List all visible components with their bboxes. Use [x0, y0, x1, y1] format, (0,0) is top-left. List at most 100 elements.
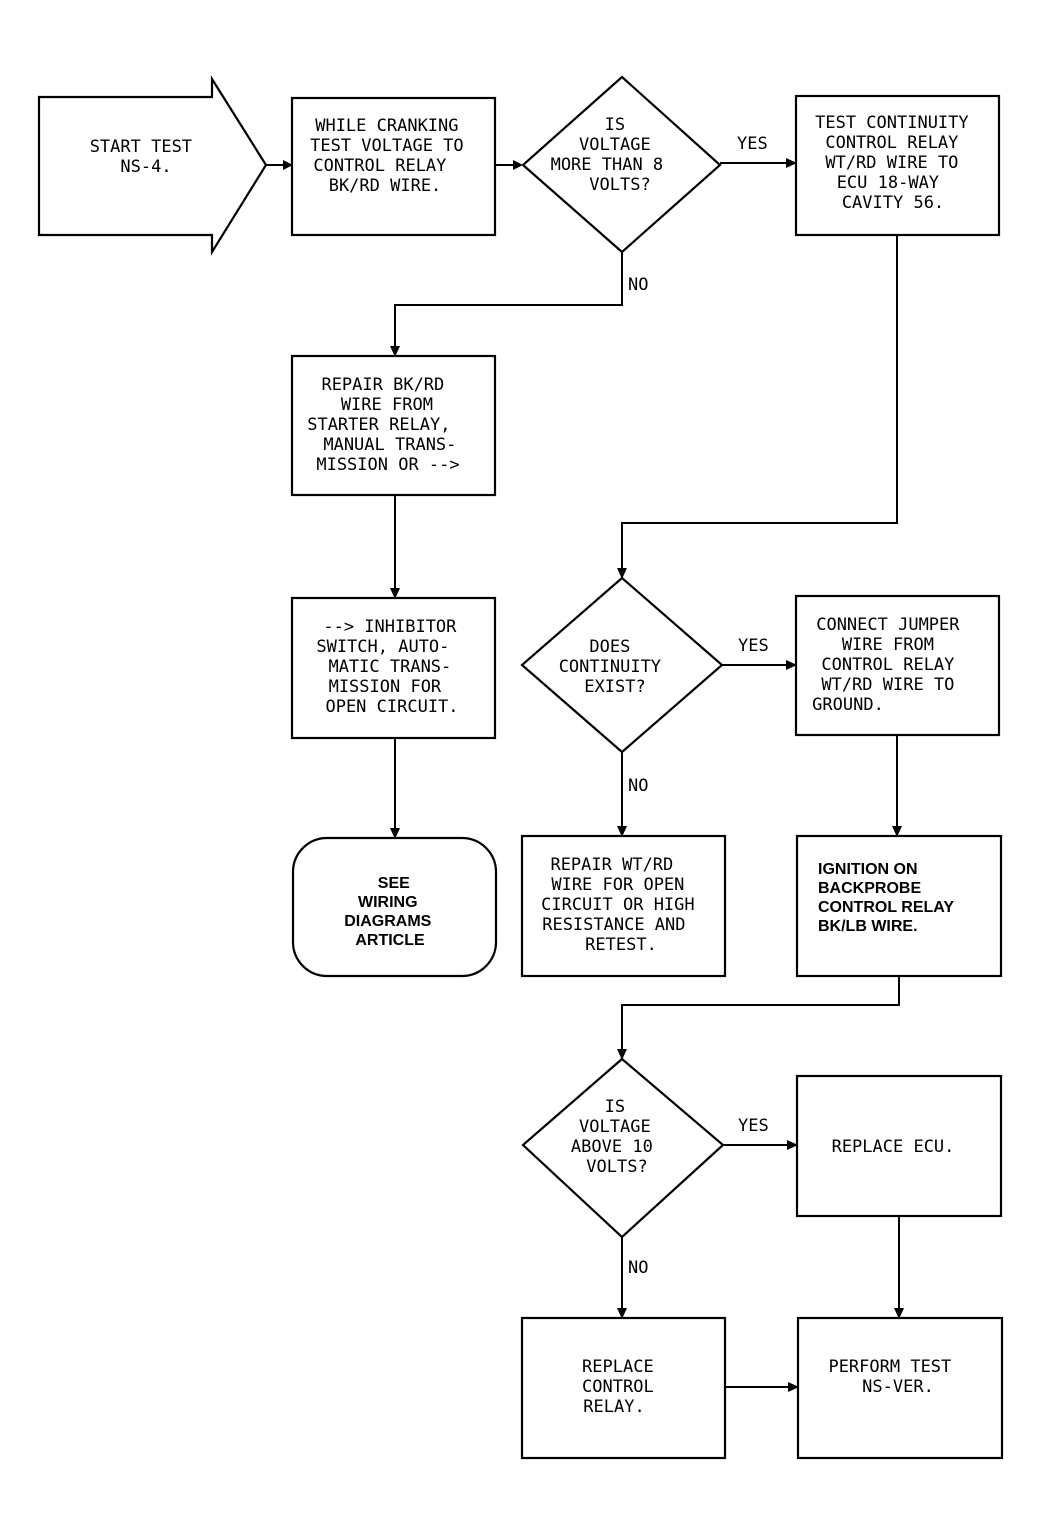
arrowhead — [894, 1308, 904, 1319]
jumper-text: CONNECT JUMPER WIRE FROM CONTROL RELAY W… — [812, 615, 970, 715]
connector-continuity-to-decision — [621, 235, 898, 570]
arrowhead — [390, 828, 400, 839]
decision-10v-line: VOLTAGE — [579, 1117, 651, 1137]
repair-wtrd-line: RESISTANCE AND — [542, 915, 685, 935]
repair-bkrd-line: STARTER RELAY, — [307, 415, 450, 435]
connector-ignition-to-decision — [621, 976, 900, 1051]
decision-10v-line: VOLTS? — [586, 1157, 647, 1177]
arrowhead — [390, 588, 400, 599]
wiring-terminal-line: WIRING — [358, 894, 418, 911]
yes-label: YES — [738, 1116, 769, 1136]
no-label: NO — [628, 1258, 648, 1278]
inhibitor-line: MISSION FOR — [329, 677, 442, 697]
cranking-line: CONTROL RELAY — [313, 156, 446, 176]
jumper-line: CONTROL RELAY — [821, 655, 954, 675]
continuity-line: CONTROL RELAY — [825, 133, 958, 153]
ignition-line: CONTROL RELAY — [818, 899, 954, 916]
decision-8v-line: VOLTS? — [589, 175, 650, 195]
decision-10v-line: ABOVE 10 — [571, 1137, 653, 1157]
start-line: START TEST — [90, 137, 192, 157]
decision-10v-line: IS — [605, 1097, 625, 1117]
no-label: NO — [628, 776, 648, 796]
ignition-line: IGNITION ON — [818, 861, 918, 878]
replace-relay-line: RELAY. — [583, 1397, 644, 1417]
connector-decision-no — [394, 252, 623, 348]
decision-8v-line: MORE THAN 8 — [551, 155, 664, 175]
cranking-box — [290, 96, 497, 237]
inhibitor-box — [290, 596, 497, 740]
arrowhead — [786, 158, 797, 168]
continuity-line: CAVITY 56. — [842, 193, 944, 213]
decision-8v-line: IS — [605, 115, 625, 135]
replace-relay-box — [520, 1316, 727, 1460]
connectors — [266, 162, 900, 1388]
wiring-terminal-line: DIAGRAMS — [344, 913, 431, 930]
jumper-line: WT/RD WIRE TO — [821, 675, 954, 695]
start-text: START TEST NS-4. — [90, 137, 203, 177]
decision-continuity-line: CONTINUITY — [559, 657, 661, 677]
inhibitor-line: SWITCH, AUTO- — [316, 637, 449, 657]
repair-wtrd-line: REPAIR WT/RD — [550, 855, 673, 875]
arrowhead — [786, 660, 797, 670]
arrowhead — [390, 346, 400, 357]
decision-8v-diamond — [521, 75, 722, 254]
cranking-line: BK/RD WIRE. — [329, 176, 442, 196]
repair-bkrd-text: REPAIR BK/RD WIRE FROM STARTER RELAY, MA… — [307, 375, 466, 475]
replace-relay-line: CONTROL — [582, 1377, 654, 1397]
decision-8v-line: VOLTAGE — [579, 135, 651, 155]
cranking-line: TEST VOLTAGE TO — [310, 136, 464, 156]
replace-ecu-box — [795, 1074, 1003, 1218]
repair-wtrd-box — [520, 834, 727, 978]
repair-bkrd-line: MISSION OR --> — [316, 455, 459, 475]
replace-ecu-text: REPLACE ECU. — [832, 1137, 955, 1157]
decision-continuity-text: DOES CONTINUITY EXIST? — [559, 637, 672, 697]
start-arrow-shape — [37, 75, 268, 256]
decision-10v-text: IS VOLTAGE ABOVE 10 VOLTS? — [571, 1097, 663, 1177]
arrowheads — [283, 158, 904, 1392]
ignition-text: IGNITION ON BACKPROBE CONTROL RELAY BK/L… — [818, 861, 958, 935]
arrowhead — [617, 826, 627, 837]
start-line: NS-4. — [120, 157, 171, 177]
jumper-line: GROUND. — [812, 695, 884, 715]
cranking-text: WHILE CRANKING TEST VOLTAGE TO CONTROL R… — [310, 116, 474, 196]
jumper-line: WIRE FROM — [842, 635, 934, 655]
arrowhead — [787, 1140, 798, 1150]
arrowhead — [617, 568, 627, 579]
inhibitor-line: MATIC TRANS- — [328, 657, 451, 677]
no-label: NO — [628, 275, 648, 295]
continuity-text: TEST CONTINUITY CONTROL RELAY WT/RD WIRE… — [815, 113, 979, 213]
decision-8v-text: IS VOLTAGE MORE THAN 8 VOLTS? — [551, 115, 674, 195]
repair-bkrd-line: WIRE FROM — [341, 395, 433, 415]
jumper-line: CONNECT JUMPER — [816, 615, 960, 635]
repair-wtrd-text: REPAIR WT/RD WIRE FOR OPEN CIRCUIT OR HI… — [541, 855, 705, 955]
continuity-line: ECU 18-WAY — [837, 173, 939, 193]
repair-bkrd-box — [290, 354, 497, 497]
arrowhead — [892, 826, 902, 837]
perform-box — [796, 1316, 1004, 1460]
wiring-terminal-line: ARTICLE — [355, 932, 425, 949]
replace-relay-line: REPLACE — [582, 1357, 654, 1377]
inhibitor-line: --> INHIBITOR — [323, 617, 457, 637]
yes-label: YES — [738, 636, 769, 656]
wiring-terminal-line: SEE — [378, 875, 410, 892]
continuity-box — [794, 94, 1001, 237]
decision-continuity-line: EXIST? — [584, 677, 645, 697]
ignition-line: BACKPROBE — [818, 880, 921, 897]
ignition-box — [795, 834, 1003, 978]
replace-relay-text: REPLACE CONTROL RELAY. — [582, 1357, 664, 1417]
continuity-line: WT/RD WIRE TO — [825, 153, 958, 173]
arrowhead — [788, 1382, 799, 1392]
perform-line: NS-VER. — [862, 1377, 934, 1397]
ignition-line: BK/LB WIRE. — [818, 918, 918, 935]
repair-wtrd-line: WIRE FOR OPEN — [551, 875, 684, 895]
arrowhead — [513, 160, 523, 170]
decision-10v-diamond — [521, 1057, 725, 1239]
jumper-box — [794, 594, 1001, 737]
cranking-line: WHILE CRANKING — [315, 116, 458, 136]
decision-continuity-diamond — [520, 576, 724, 754]
inhibitor-text: --> INHIBITOR SWITCH, AUTO- MATIC TRANS-… — [316, 617, 466, 717]
repair-wtrd-line: RETEST. — [585, 935, 657, 955]
arrowhead — [283, 160, 293, 170]
repair-bkrd-line: MANUAL TRANS- — [323, 435, 456, 455]
